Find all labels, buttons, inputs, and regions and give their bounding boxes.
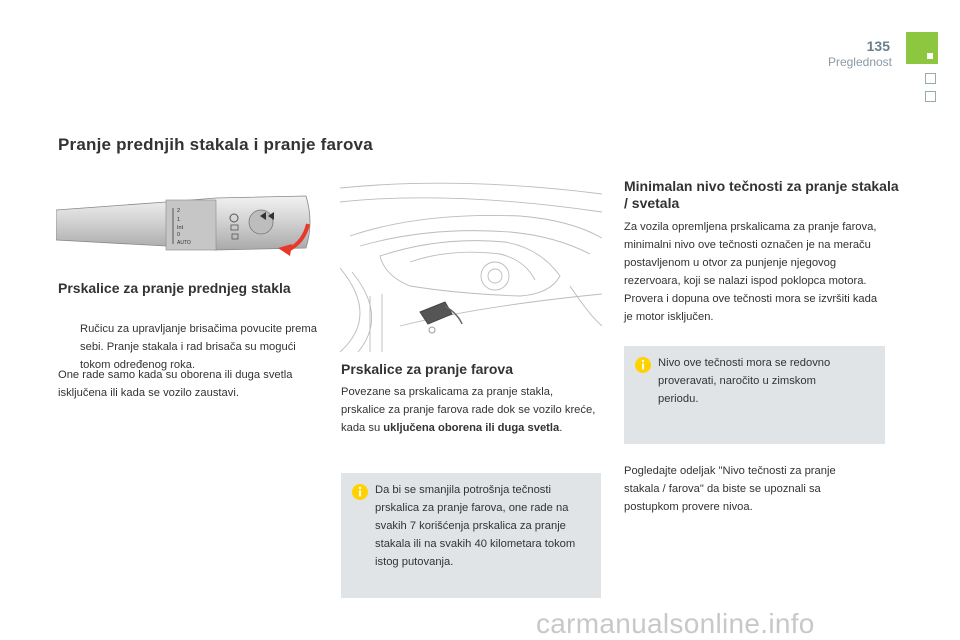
info-note-box: Nivo ove tečnosti mora se redovno prover… [624,346,885,444]
page-number: 135 [866,38,890,54]
body-text: One rade samo kada su oborena ili duga s… [58,369,293,399]
section-marker [925,91,936,102]
section-name: Preglednost [827,55,892,69]
info-icon [352,484,368,500]
stalk-label: AUTO [177,240,191,246]
body-text-bold: uključena oborena ili duga svetla [383,422,560,434]
watermark: carmanualsonline.info [536,608,815,639]
stalk-label: 2 [177,208,180,214]
wiper-stalk-illustration: 2 1 Int 0 AUTO [56,195,311,256]
body-text: Za vozila opremljena prskalicama za pran… [624,221,878,323]
body-text-part: Povezane sa prskalicama za pranje stakla… [341,386,596,434]
stalk-label: 1 [177,217,180,223]
body-text-end: . [559,422,563,434]
body-text: Pogledajte odeljak "Nivo tečnosti za pra… [624,465,836,513]
page-title: Pranje prednjih stakala i pranje farova [58,135,373,154]
section-marker [925,73,936,84]
info-note-box: Da bi se smanjila potrošnja tečnosti prs… [341,473,601,598]
info-note-text: Nivo ove tečnosti mora se redovno prover… [658,357,831,405]
info-icon [635,357,651,373]
body-text: Povezane sa prskalicama za pranje stakla… [341,383,597,437]
section-heading: Minimalan nivo tečnosti za pranje stakal… [624,178,899,211]
stalk-label: 0 [177,232,180,238]
section-marker-active [906,32,938,64]
stalk-label: Int [177,225,184,231]
section-heading: Prskalice za pranje farova [341,361,513,377]
info-note-text: Da bi se smanjila potrošnja tečnosti prs… [375,484,576,568]
bullet-text: Ručicu za upravljanje brisačima povucite… [80,323,317,371]
section-heading: Prskalice za pranje prednjeg stakla [58,280,291,296]
headlamp-illustration [340,182,602,352]
